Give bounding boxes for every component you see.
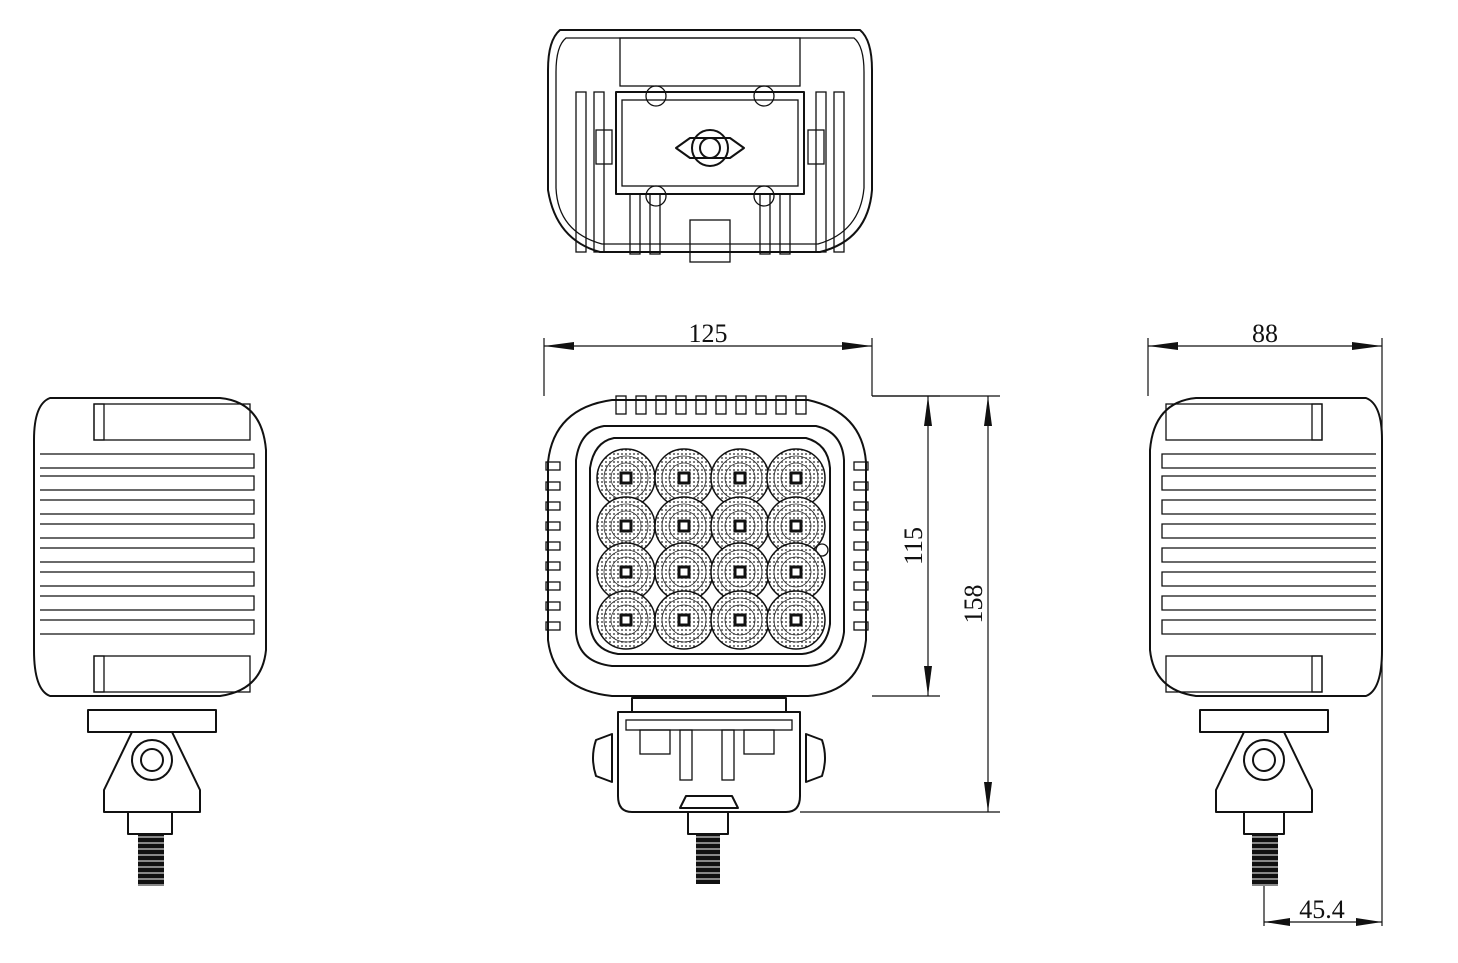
dimension-front-lens-height: 115 (872, 395, 940, 697)
dimension-label-width: 125 (689, 319, 728, 348)
led-reflector (766, 542, 826, 602)
right-bracket (1199, 709, 1329, 886)
dimension-label-total-height: 158 (959, 585, 988, 624)
dimension-front-total-height: 158 (800, 395, 1000, 813)
front-right-fins (853, 461, 869, 631)
left-bracket (87, 709, 217, 886)
top-left-fin-group (575, 91, 613, 253)
front-view (545, 395, 869, 884)
left-side-view (33, 397, 267, 886)
led-reflector (710, 590, 770, 650)
led-reflector (766, 448, 826, 508)
led-reflector (654, 448, 714, 508)
dimension-front-width: 125 (543, 319, 873, 396)
dimension-label-bracket-offset: 45.4 (1299, 895, 1345, 924)
top-view (547, 29, 873, 263)
front-top-fins (615, 395, 807, 415)
top-bottom-teeth (629, 85, 791, 263)
led-array (596, 448, 826, 650)
top-right-fin-group (807, 91, 845, 253)
dimension-label-lens-height: 115 (899, 527, 928, 565)
led-reflector (654, 590, 714, 650)
front-left-fins (545, 461, 561, 631)
right-side-fins (1161, 453, 1376, 635)
front-bracket (592, 697, 826, 884)
left-side-fins (40, 453, 255, 635)
led-reflector (766, 590, 826, 650)
dimension-label-depth: 88 (1252, 319, 1278, 348)
right-side-view (1149, 397, 1383, 886)
dimension-side-bracket-offset: 45.4 (1263, 886, 1382, 926)
mount-bolt-top (675, 129, 745, 167)
led-reflector (710, 496, 770, 556)
dimension-side-depth: 88 (1147, 319, 1383, 926)
led-reflector (596, 590, 656, 650)
